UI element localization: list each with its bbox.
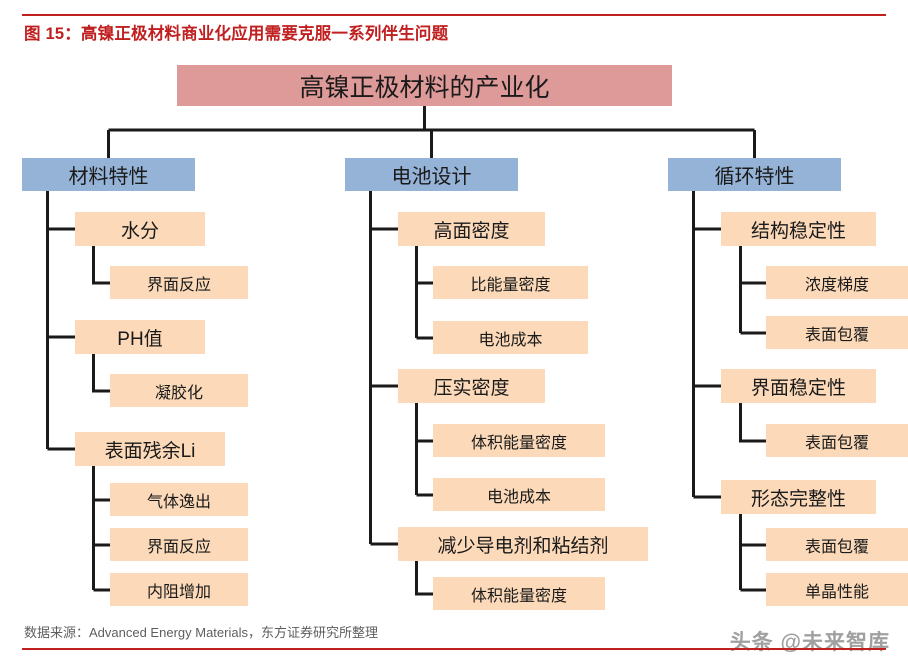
node-level3-label: 体积能量密度 [470, 434, 567, 452]
node-level2-label: 减少导电剂和粘结剂 [437, 535, 609, 557]
top-rule [22, 14, 886, 16]
node-level3-label: 界面反应 [146, 276, 211, 294]
node-level3-label: 浓度梯度 [804, 276, 869, 294]
node-branch-cell-design[interactable]: 电池设计 [345, 158, 518, 191]
node-level3[interactable]: 界面反应 [110, 266, 248, 299]
node-level2[interactable]: 减少导电剂和粘结剂 [398, 527, 648, 561]
node-level3[interactable]: 体积能量密度 [433, 577, 605, 610]
node-level3-label: 体积能量密度 [470, 587, 567, 605]
node-level3[interactable]: 凝胶化 [110, 374, 248, 407]
node-level2[interactable]: PH值 [75, 320, 205, 354]
node-level3[interactable]: 电池成本 [433, 321, 588, 354]
node-level3[interactable]: 比能量密度 [433, 266, 588, 299]
node-root[interactable]: 高镍正极材料的产业化 [177, 65, 672, 106]
node-level3-label: 电池成本 [478, 331, 543, 349]
node-level3-label: 表面包覆 [804, 434, 869, 452]
node-level2[interactable]: 形态完整性 [721, 480, 876, 514]
node-level3-label: 比能量密度 [470, 276, 551, 294]
node-level3-label: 界面反应 [146, 538, 211, 556]
node-level2-label: 表面残余Li [104, 440, 196, 462]
node-level3-label: 内阻增加 [146, 583, 211, 601]
node-level2-label: 结构稳定性 [750, 220, 846, 242]
node-level3[interactable]: 气体逸出 [110, 483, 248, 516]
connector-c1-2-to-sub [92, 354, 110, 393]
node-level2-label: PH值 [117, 328, 163, 350]
node-level3[interactable]: 界面反应 [110, 528, 248, 561]
node-level2[interactable]: 压实密度 [398, 369, 545, 403]
node-root-label: 高镍正极材料的产业化 [299, 73, 550, 102]
node-level3[interactable]: 表面包覆 [766, 316, 908, 349]
node-level3-label: 表面包覆 [804, 326, 869, 344]
node-level2[interactable]: 高面密度 [398, 212, 545, 246]
node-branch-label: 循环特性 [714, 166, 795, 188]
watermark-label: 头条 @未来智库 [729, 631, 890, 654]
node-level3-label: 气体逸出 [146, 493, 211, 511]
node-level2-label: 界面稳定性 [750, 377, 846, 399]
node-level3-label: 凝胶化 [154, 384, 203, 402]
node-level2[interactable]: 水分 [75, 212, 205, 246]
node-level3[interactable]: 表面包覆 [766, 528, 908, 561]
node-level3-label: 电池成本 [486, 488, 551, 506]
figure-source: 数据来源：Advanced Energy Materials，东方证券研究所整理 [24, 625, 378, 640]
node-branch-material-properties[interactable]: 材料特性 [22, 158, 195, 191]
connector-c2-3-to-sub [415, 561, 433, 596]
node-level2-label: 压实密度 [433, 377, 510, 399]
node-level3[interactable]: 单晶性能 [766, 573, 908, 606]
figure-title: 图 15：高镍正极材料商业化应用需要克服一系列伴生问题 [24, 25, 449, 43]
node-level2-label: 高面密度 [433, 220, 510, 242]
node-level3-label: 表面包覆 [804, 538, 869, 556]
node-branch-cycling-properties[interactable]: 循环特性 [668, 158, 841, 191]
connector-c1-1-to-sub [92, 246, 110, 285]
node-level2-label: 形态完整性 [750, 488, 846, 510]
node-level2[interactable]: 界面稳定性 [721, 369, 876, 403]
node-level3[interactable]: 电池成本 [433, 478, 605, 511]
node-level3-label: 单晶性能 [804, 583, 869, 601]
node-level3[interactable]: 浓度梯度 [766, 266, 908, 299]
node-level2[interactable]: 表面残余Li [75, 432, 225, 466]
node-level3[interactable]: 体积能量密度 [433, 424, 605, 457]
node-level2-label: 水分 [120, 220, 159, 242]
node-level2[interactable]: 结构稳定性 [721, 212, 876, 246]
node-level3[interactable]: 内阻增加 [110, 573, 248, 606]
node-branch-label: 电池设计 [391, 166, 472, 188]
node-level3[interactable]: 表面包覆 [766, 424, 908, 457]
bottom-rule [22, 648, 886, 650]
connector-c3-2-to-sub [739, 403, 766, 443]
node-branch-label: 材料特性 [68, 166, 149, 188]
